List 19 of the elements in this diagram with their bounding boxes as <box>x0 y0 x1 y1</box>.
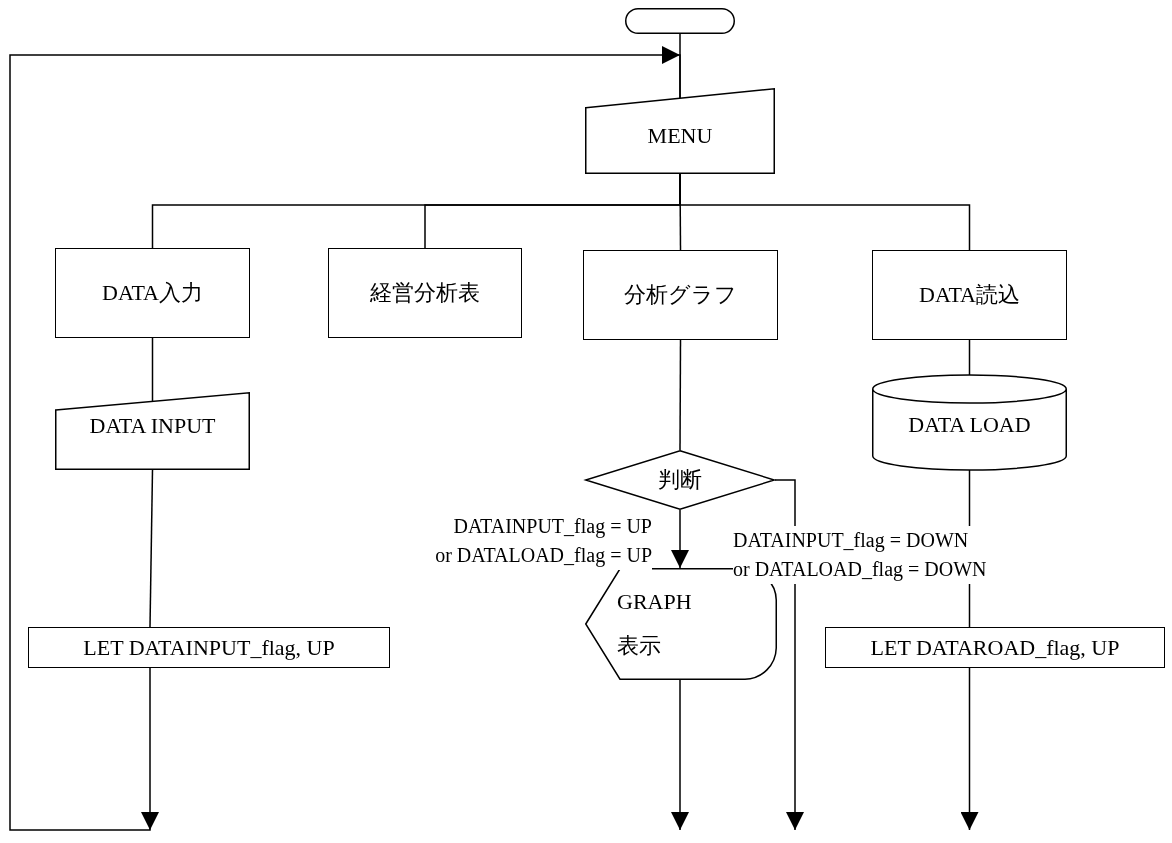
arrow <box>960 667 979 831</box>
connector-line <box>149 469 154 628</box>
connector-line <box>679 339 682 451</box>
terminal-shape <box>625 8 735 34</box>
arrow <box>671 509 689 569</box>
decision-diamond: 判断 <box>585 450 775 510</box>
process-box: 分析グラフ <box>583 250 778 340</box>
arrow <box>671 679 689 831</box>
process-box: DATA読込 <box>872 250 1067 340</box>
connector-line <box>151 337 154 402</box>
connector-line <box>968 339 971 376</box>
process-box: DATA入力 <box>55 248 250 338</box>
database-cylinder: DATA LOAD <box>872 375 1067 470</box>
manual-input-shape: MENU <box>585 88 775 174</box>
process-box: LET DATAINPUT_flag, UP <box>28 627 390 668</box>
process-box: 経営分析表 <box>328 248 522 338</box>
process-box: LET DATAROAD_flag, UP <box>825 627 1165 668</box>
arrow <box>9 46 681 831</box>
manual-input-shape: DATA INPUT <box>55 392 250 470</box>
